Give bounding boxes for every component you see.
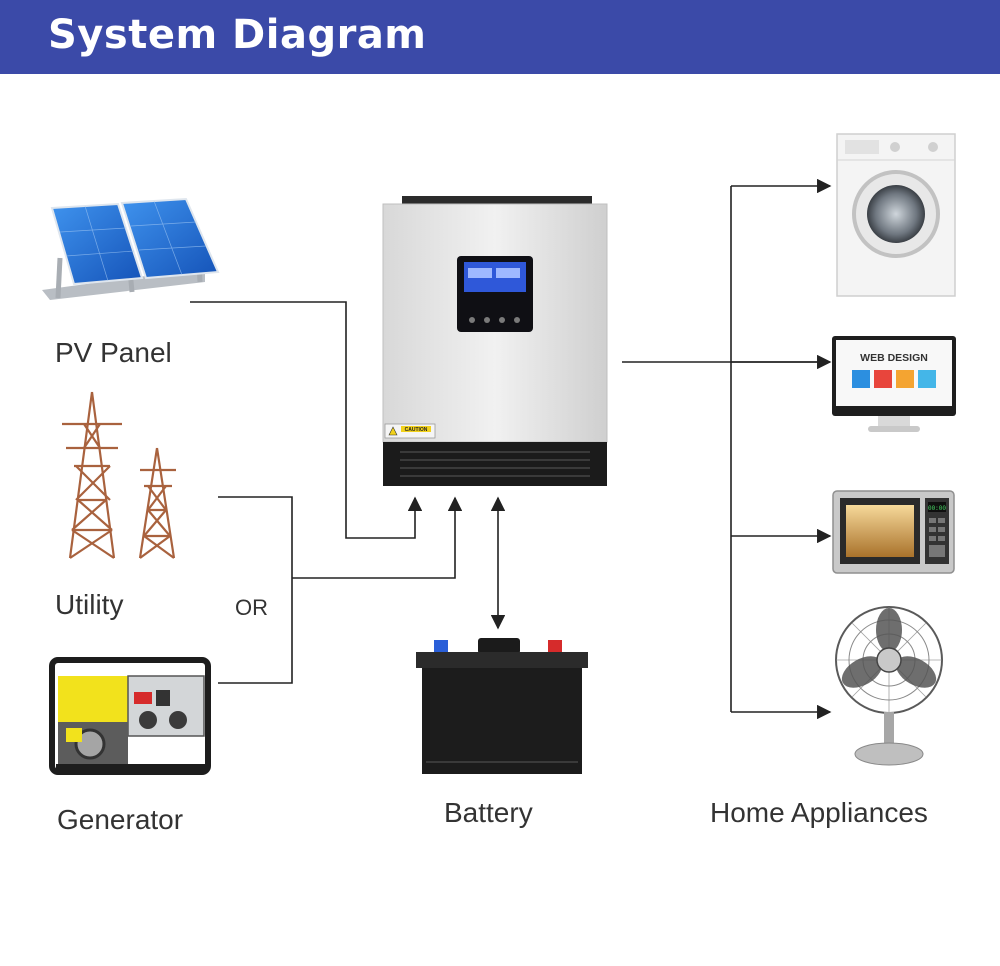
monitor-image: WEB DESIGN <box>832 336 956 432</box>
pv-panel-image <box>42 197 220 300</box>
page-title: System Diagram <box>48 12 427 58</box>
utility-label: Utility <box>55 589 124 620</box>
microwave-image: 00:00 <box>832 490 955 574</box>
battery-image <box>416 638 588 774</box>
pv-panel-label: PV Panel <box>55 337 172 368</box>
or-label: OR <box>235 595 268 620</box>
fan-image <box>835 606 943 766</box>
battery-label: Battery <box>444 797 533 828</box>
pv-to-inverter-line <box>190 301 423 539</box>
grid-to-inverter-line <box>292 496 463 579</box>
caution-label: CAUTION <box>405 427 428 433</box>
home-appliances-label: Home Appliances <box>710 797 928 828</box>
connection-lines <box>190 178 832 720</box>
microwave-display: 00:00 <box>928 505 946 512</box>
generator-image <box>49 657 211 775</box>
inverter-image: CAUTION <box>382 196 608 486</box>
utility-generator-bracket <box>218 496 293 684</box>
header-bar: System Diagram <box>0 0 1000 74</box>
utility-towers-image <box>62 391 176 559</box>
monitor-screen-title: WEB DESIGN <box>860 352 928 364</box>
washing-machine-image <box>836 133 956 297</box>
generator-label: Generator <box>57 804 184 835</box>
